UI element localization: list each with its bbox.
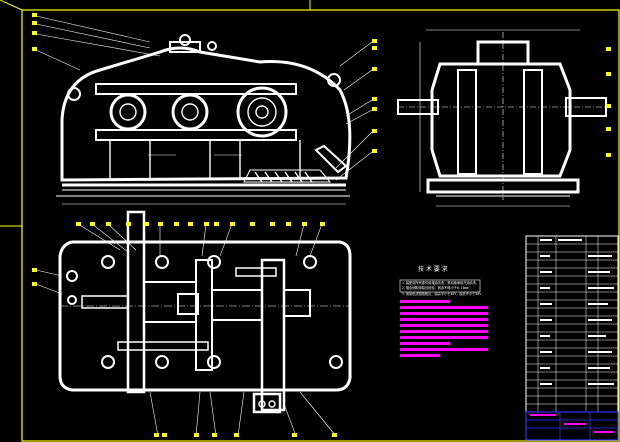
technical-requirements: 技 术 要 求 1.装配前所有零件用煤油清洗，滚动轴承用汽油清洗， 2.啮合侧隙… <box>399 265 488 357</box>
front-view-balloons <box>32 13 377 153</box>
plan-view <box>58 210 352 414</box>
parts-list <box>525 235 619 413</box>
title-block <box>525 411 619 441</box>
requirement-line-2: 2.啮合侧隙用铅丝检验，其余不得小于0.16mm <box>402 285 468 290</box>
requirement-line-3: 3.用涂色法检验斑点，齿高不小于40%，齿长不小于50% <box>402 291 481 296</box>
plan-view-balloons <box>32 222 337 437</box>
tech-requirements-title: 技 术 要 求 <box>418 265 448 273</box>
side-view-balloons <box>606 47 611 157</box>
plan-view-leaders <box>35 223 337 437</box>
front-view-leaders <box>35 15 373 181</box>
parts-list-text <box>540 239 614 385</box>
requirements-text-box <box>399 279 481 293</box>
front-view <box>56 34 352 205</box>
frame-corner-mark <box>0 0 23 11</box>
side-view <box>397 29 607 207</box>
highlighted-requirements <box>400 300 488 357</box>
requirement-line-1: 1.装配前所有零件用煤油清洗，滚动轴承用汽油清洗， <box>402 280 479 285</box>
